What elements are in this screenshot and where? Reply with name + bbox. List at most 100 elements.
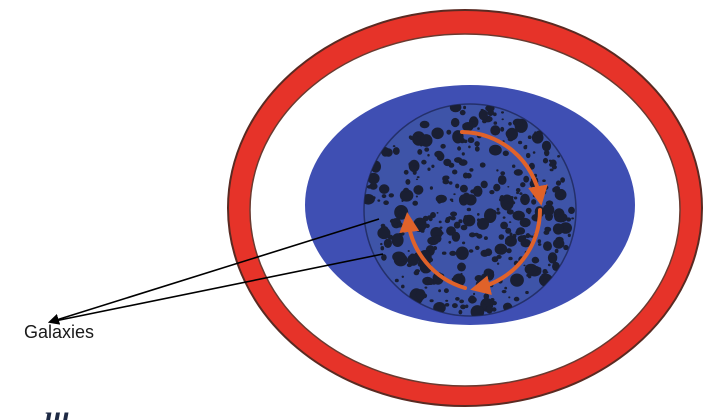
- galaxy-dot: [481, 274, 488, 282]
- galaxy-dot: [511, 201, 515, 204]
- galaxy-dot: [521, 231, 523, 233]
- galaxy-dot: [554, 186, 560, 191]
- galaxy-dot: [568, 207, 575, 214]
- galaxy-dot: [420, 121, 430, 129]
- galaxy-dot: [475, 246, 480, 250]
- galaxy-dot: [367, 185, 372, 189]
- galaxy-dot: [494, 121, 498, 124]
- galaxy-dot: [559, 198, 561, 200]
- galaxy-dot: [410, 136, 414, 140]
- galaxy-dot: [457, 146, 461, 150]
- galaxy-dot: [528, 235, 531, 238]
- galaxy-dot: [460, 305, 466, 310]
- galaxy-dot: [482, 119, 487, 123]
- galaxy-dot: [556, 180, 561, 185]
- galaxy-dot: [503, 216, 506, 218]
- galaxy-dot: [528, 135, 532, 139]
- galaxy-dot: [474, 233, 479, 237]
- galaxy-dot: [452, 170, 457, 175]
- galaxy-dot: [381, 254, 387, 261]
- galaxy-dot: [514, 169, 523, 176]
- galaxy-dot: [401, 285, 405, 289]
- galaxy-dot: [459, 310, 463, 315]
- galaxy-dot: [477, 213, 480, 216]
- galaxy-dot: [420, 134, 433, 147]
- galaxy-dot: [460, 185, 468, 193]
- galaxy-dot: [416, 163, 419, 166]
- galaxy-dot: [460, 110, 466, 115]
- galaxy-dot: [496, 169, 498, 171]
- galaxy-dot: [434, 235, 442, 243]
- galaxy-dot: [557, 155, 560, 158]
- galaxy-dot: [407, 254, 419, 266]
- galaxy-dot: [421, 160, 426, 165]
- galaxy-dot: [415, 269, 420, 273]
- galaxy-dot: [449, 251, 456, 256]
- cropped-caption: ...ш: [22, 394, 122, 420]
- galaxy-dot: [448, 241, 451, 244]
- galaxy-dot: [453, 193, 455, 195]
- galaxy-dot: [500, 222, 508, 230]
- galaxy-dot: [554, 213, 567, 223]
- galaxy-dot: [467, 208, 471, 212]
- galaxy-dot: [473, 186, 483, 197]
- galaxy-dot: [538, 267, 542, 271]
- galaxy-dot: [454, 157, 462, 163]
- galaxy-dot: [531, 199, 536, 205]
- galaxy-dot: [507, 209, 514, 214]
- galaxy-dot: [507, 201, 510, 203]
- galaxy-dot: [508, 122, 512, 126]
- galaxy-dot: [416, 289, 426, 300]
- galaxy-dot: [528, 212, 531, 214]
- galaxy-dot: [445, 219, 450, 223]
- galaxy-dot: [416, 196, 418, 198]
- galaxy-dot: [430, 299, 434, 302]
- galaxy-dot: [463, 173, 469, 179]
- galaxy-dot: [538, 239, 542, 243]
- galaxy-dot: [499, 234, 505, 240]
- galaxy-dot: [563, 245, 568, 250]
- galaxy-dot: [452, 303, 458, 308]
- galaxy-dot: [522, 214, 525, 217]
- galaxy-dot: [495, 244, 508, 255]
- galaxy-dot: [496, 255, 501, 259]
- galaxy-dot: [493, 184, 500, 192]
- galaxy-dot: [509, 221, 511, 223]
- galaxy-dot: [462, 152, 465, 155]
- galaxy-dot: [434, 151, 443, 158]
- galaxy-dot: [392, 233, 404, 247]
- galaxy-dot: [503, 151, 509, 157]
- galaxy-dot: [514, 297, 520, 302]
- galaxy-dot: [383, 200, 389, 205]
- galaxy-dot: [427, 258, 433, 263]
- galaxy-dot: [510, 196, 513, 199]
- galaxy-dot: [392, 251, 405, 262]
- galaxy-dot: [444, 288, 449, 293]
- galaxy-dot: [525, 291, 529, 294]
- galaxies-label: Galaxies: [24, 322, 94, 343]
- galaxy-dot: [544, 227, 551, 232]
- galaxy-dot: [381, 224, 386, 228]
- galaxy-dot: [518, 141, 522, 145]
- galaxy-dot: [455, 184, 459, 189]
- galaxy-dot: [504, 287, 507, 290]
- galaxy-dot: [568, 234, 571, 238]
- galaxy-dot: [401, 200, 403, 202]
- galaxy-dot: [402, 276, 404, 278]
- galaxy-dot: [439, 221, 442, 224]
- galaxy-dot: [470, 117, 476, 121]
- galaxy-dot: [398, 210, 402, 215]
- galaxy-dot: [443, 159, 451, 166]
- galaxy-dot: [445, 303, 449, 307]
- galaxy-dot: [553, 239, 564, 249]
- galaxy-dot: [541, 189, 546, 195]
- galaxy-dot: [523, 265, 525, 267]
- galaxy-dot: [566, 217, 571, 221]
- galaxy-dot: [469, 122, 473, 126]
- galaxy-dot: [507, 186, 509, 188]
- galaxy-dot: [404, 170, 409, 175]
- galaxy-dot: [484, 236, 488, 240]
- galaxy-dot: [560, 177, 565, 183]
- galaxy-dot: [543, 241, 552, 251]
- galaxy-dot: [477, 127, 480, 130]
